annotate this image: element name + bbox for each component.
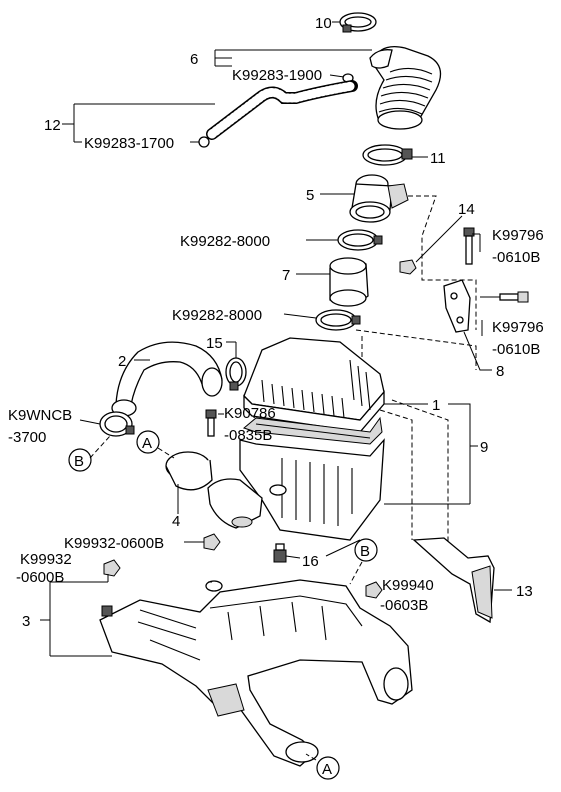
label-k99932-1: K99932 xyxy=(20,551,72,568)
label-1: 1 xyxy=(432,397,440,414)
label-k99932-2: -0600B xyxy=(16,569,64,586)
svg-text:B: B xyxy=(360,543,370,560)
elbow-hose-2-icon xyxy=(111,341,223,417)
label-k99940-2: -0603B xyxy=(380,597,428,614)
label-11: 11 xyxy=(430,150,446,167)
reference-circle-b: B xyxy=(354,538,378,562)
label-14: 14 xyxy=(458,201,475,218)
label-k99796-a1: K99796 xyxy=(492,227,544,244)
reference-circle-a: A xyxy=(136,430,160,454)
reference-circle-a: A xyxy=(316,756,340,780)
label-k99796-a2: -0610B xyxy=(492,249,540,266)
clamp-15-icon xyxy=(225,357,247,391)
label-k99932-0600b: K99932-0600B xyxy=(64,535,164,552)
label-k99282-8000-b: K99282-8000 xyxy=(172,307,262,324)
intake-hose-6-icon xyxy=(369,45,442,130)
nut-k99940-icon xyxy=(365,581,383,599)
intake-duct-3-icon xyxy=(99,579,413,767)
label-7: 7 xyxy=(282,267,290,284)
label-k9wncb-2: -3700 xyxy=(8,429,46,446)
svg-text:A: A xyxy=(322,761,332,778)
label-4: 4 xyxy=(172,513,180,530)
label-k99283-1900: K99283-1900 xyxy=(232,67,322,84)
label-k9wncb-1: K9WNCB xyxy=(8,407,72,424)
connector-hose-7-icon xyxy=(329,257,369,307)
label-2: 2 xyxy=(118,353,126,370)
airflow-sensor-5-icon xyxy=(349,174,409,223)
air-cleaner-cover-1-icon xyxy=(243,337,385,433)
label-12: 12 xyxy=(44,117,61,134)
grommet-16-icon xyxy=(273,543,287,563)
bolt-k99796-a-icon xyxy=(463,227,475,265)
clamp-k99282-8000-icon xyxy=(315,309,361,331)
label-k99283-1700: K99283-1700 xyxy=(84,135,174,152)
bracket-8-icon xyxy=(443,279,471,333)
label-10: 10 xyxy=(315,15,332,32)
label-3: 3 xyxy=(22,613,30,630)
label-16: 16 xyxy=(302,553,319,570)
air-cleaner-lower-box-icon xyxy=(239,438,385,541)
clamp-10-icon xyxy=(339,12,377,33)
reference-circle-b: B xyxy=(68,448,92,472)
bolt-k99796-b-icon xyxy=(499,291,529,303)
label-6: 6 xyxy=(190,51,198,68)
clamp-k99282-8000-icon xyxy=(337,229,383,251)
clamp-11-icon xyxy=(362,144,413,166)
duct-4-icon xyxy=(165,451,263,529)
label-8: 8 xyxy=(496,363,504,380)
nut-14-icon xyxy=(399,259,417,275)
small-clamp-icon xyxy=(198,136,210,148)
label-5: 5 xyxy=(306,187,314,204)
nut-k99932-icon xyxy=(103,559,121,577)
label-k90786-1: K90786 xyxy=(224,405,276,422)
label-15: 15 xyxy=(206,335,223,352)
svg-text:A: A xyxy=(142,435,152,452)
svg-text:B: B xyxy=(74,453,84,470)
bracket-13-icon xyxy=(412,537,495,624)
label-k99796-b1: K99796 xyxy=(492,319,544,336)
label-k90786-2: -0835B xyxy=(224,427,272,444)
label-k99796-b2: -0610B xyxy=(492,341,540,358)
filter-element-icon xyxy=(242,416,383,445)
bolt-k90786-icon xyxy=(205,409,217,437)
label-13: 13 xyxy=(516,583,533,600)
nut-k99932-0600b-icon xyxy=(203,533,221,551)
label-9: 9 xyxy=(480,439,488,456)
label-k99282-8000-a: K99282-8000 xyxy=(180,233,270,250)
breather-hose-12-icon xyxy=(206,80,358,140)
label-k99940-1: K99940 xyxy=(382,577,434,594)
